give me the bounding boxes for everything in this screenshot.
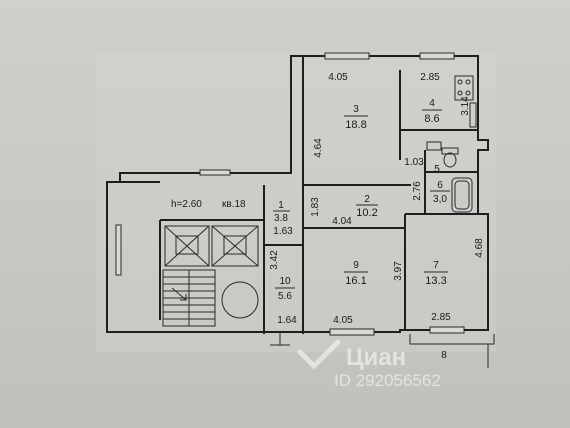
room-7-area: 13.3: [425, 275, 446, 287]
dim-room3-left: 4.64: [313, 138, 324, 158]
dim-room10-bottom: 1.64: [277, 315, 297, 326]
sink: [426, 141, 442, 151]
staircase: [162, 269, 216, 327]
window-hall: [115, 224, 122, 276]
room-9-area: 16.1: [345, 275, 366, 287]
room-7-number: 7: [433, 260, 439, 271]
dim-room7-side: 4.68: [474, 238, 485, 258]
window-r3: [324, 52, 370, 60]
window-top: [199, 169, 231, 176]
stove: [454, 75, 474, 101]
room-10-area: 5.6: [278, 291, 292, 302]
room-8-number: 8: [441, 350, 447, 361]
dim-room4-top: 2.85: [420, 72, 440, 83]
bathtub: [451, 177, 473, 213]
dim-room9-bottom: 4.05: [333, 315, 353, 326]
dim-room3-top: 4.05: [328, 72, 348, 83]
toilet: [441, 147, 459, 168]
dim-room1-bottom: 1.63: [273, 226, 293, 237]
dim-room1-side: 1.83: [310, 197, 321, 217]
outer-walls: [106, 55, 489, 333]
dim-corridor: 2.76: [412, 181, 423, 201]
balcony-outline: [409, 334, 495, 345]
room-2-area: 10.2: [356, 207, 377, 219]
room-4-area: 8.6: [424, 113, 439, 125]
elevator-cross-1: [164, 225, 210, 267]
dim-room9-side: 3.97: [393, 261, 404, 281]
garbage-chute-circle: [221, 281, 259, 319]
room-2-number: 2: [364, 194, 370, 205]
window-r4: [419, 52, 455, 60]
room-3-number: 3: [353, 104, 359, 115]
elevator-cross-2: [211, 225, 259, 267]
dim-room10-side: 3.42: [269, 250, 280, 270]
room-6-area: 3,0: [433, 194, 447, 205]
elevator-cab-1: [175, 235, 199, 255]
apartment-number-label: кв.18: [222, 199, 246, 210]
window-r9: [329, 328, 375, 336]
elevator-shaft-2: [211, 225, 259, 267]
entry-mark: [270, 332, 290, 346]
watermark: Циан ID 292056562: [297, 339, 441, 390]
room-1-number: 1: [278, 200, 284, 211]
room-6-number: 6: [437, 180, 443, 191]
room-9-number: 9: [353, 260, 359, 271]
room-1-area: 3.8: [274, 213, 288, 224]
window-r7: [429, 326, 465, 334]
dim-room5: 1.03: [404, 157, 424, 168]
watermark-brand: Циан: [346, 344, 406, 371]
dim-room2-bottom: 4.04: [332, 216, 352, 227]
room-4-number: 4: [429, 98, 435, 109]
watermark-check-icon: [297, 339, 341, 370]
dim-room7-bottom: 2.85: [431, 312, 451, 323]
watermark-id: ID 292056562: [334, 371, 441, 390]
kitchen-counter: [469, 102, 477, 128]
elevator-cab-2: [223, 235, 247, 255]
ceiling-height-label: h=2.60: [171, 199, 202, 210]
room-5-number: 5: [434, 164, 440, 175]
elevator-shaft-1: [164, 225, 210, 267]
room-10-number: 10: [279, 276, 291, 287]
room-3-area: 18.8: [345, 119, 366, 131]
dim-room4-side: 3.14: [460, 96, 471, 116]
